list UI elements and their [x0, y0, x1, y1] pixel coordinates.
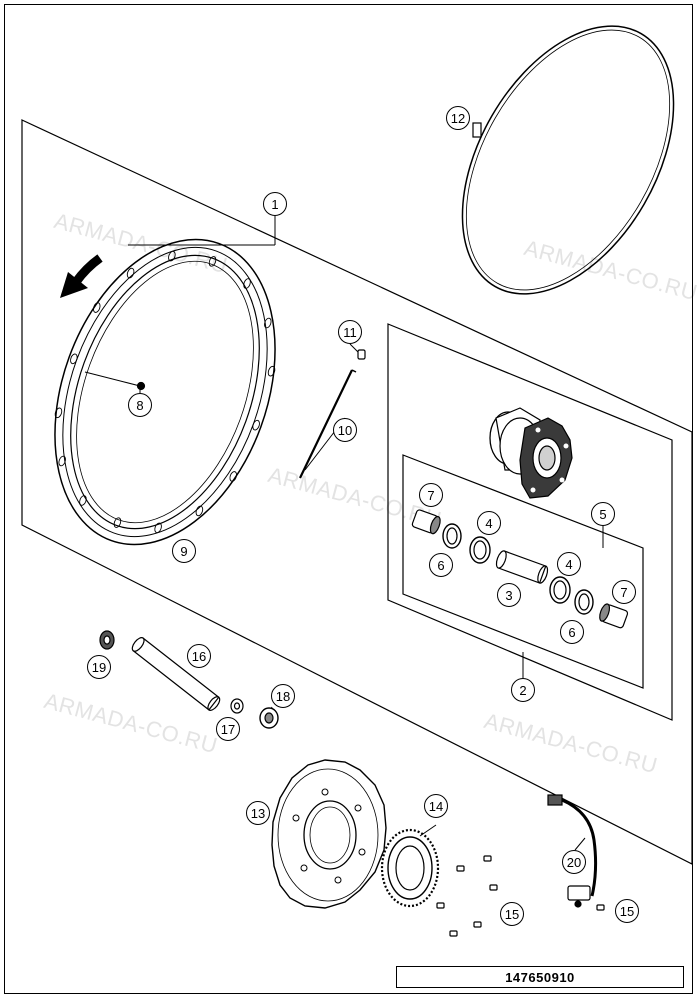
brake-disc [271, 759, 387, 909]
nipple [136, 381, 146, 391]
rotation-direction-arrow [60, 254, 103, 298]
shaft-seal-left [442, 523, 462, 549]
rim [54, 238, 276, 546]
spoke-nipple [357, 349, 366, 360]
callout-20: 20 [562, 850, 586, 874]
diagram-frame [4, 4, 693, 994]
callout-3: 3 [497, 583, 521, 607]
axle-nut [230, 698, 244, 714]
callout-18: 18 [271, 684, 295, 708]
callout-10: 10 [333, 418, 357, 442]
callout-4: 4 [477, 511, 501, 535]
disc-rivets [292, 788, 366, 884]
callout-6: 6 [429, 553, 453, 577]
callout-6: 6 [560, 620, 584, 644]
callout-13: 13 [246, 801, 270, 825]
spacer-19 [99, 630, 115, 650]
hub-assembly-outline [387, 323, 673, 721]
screws [436, 855, 605, 937]
rim-tape [461, 25, 675, 295]
wheel-axle [131, 637, 221, 711]
callout-7: 7 [612, 580, 636, 604]
callout-11: 11 [338, 320, 362, 344]
abs-pulse-ring [380, 828, 440, 908]
bearing-left [469, 536, 491, 564]
bearing-set-outline [402, 454, 644, 689]
callout-9: 9 [172, 539, 196, 563]
wheel-speed-sensor [547, 794, 598, 908]
callout-19: 19 [87, 655, 111, 679]
drawing-number: 147650910 [396, 966, 684, 988]
shaft-seal-right [574, 589, 594, 615]
axle-collar [259, 707, 279, 729]
callout-7: 7 [419, 483, 443, 507]
callout-4: 4 [557, 552, 581, 576]
bearing-right [549, 576, 571, 604]
rim-tape-clip [472, 122, 482, 138]
hub [489, 407, 573, 499]
callout-15: 15 [615, 899, 639, 923]
callout-12: 12 [446, 106, 470, 130]
callout-15: 15 [500, 902, 524, 926]
callout-5: 5 [591, 502, 615, 526]
spoke [299, 369, 357, 479]
callout-16: 16 [187, 644, 211, 668]
callout-1: 1 [263, 192, 287, 216]
spacer-sleeve-left [411, 509, 441, 535]
spoke-holes [54, 250, 276, 534]
callout-17: 17 [216, 717, 240, 741]
spacer-sleeve-right [599, 603, 629, 629]
callout-2: 2 [511, 678, 535, 702]
callout-8: 8 [128, 393, 152, 417]
callout-14: 14 [424, 794, 448, 818]
distance-sleeve [495, 550, 549, 584]
